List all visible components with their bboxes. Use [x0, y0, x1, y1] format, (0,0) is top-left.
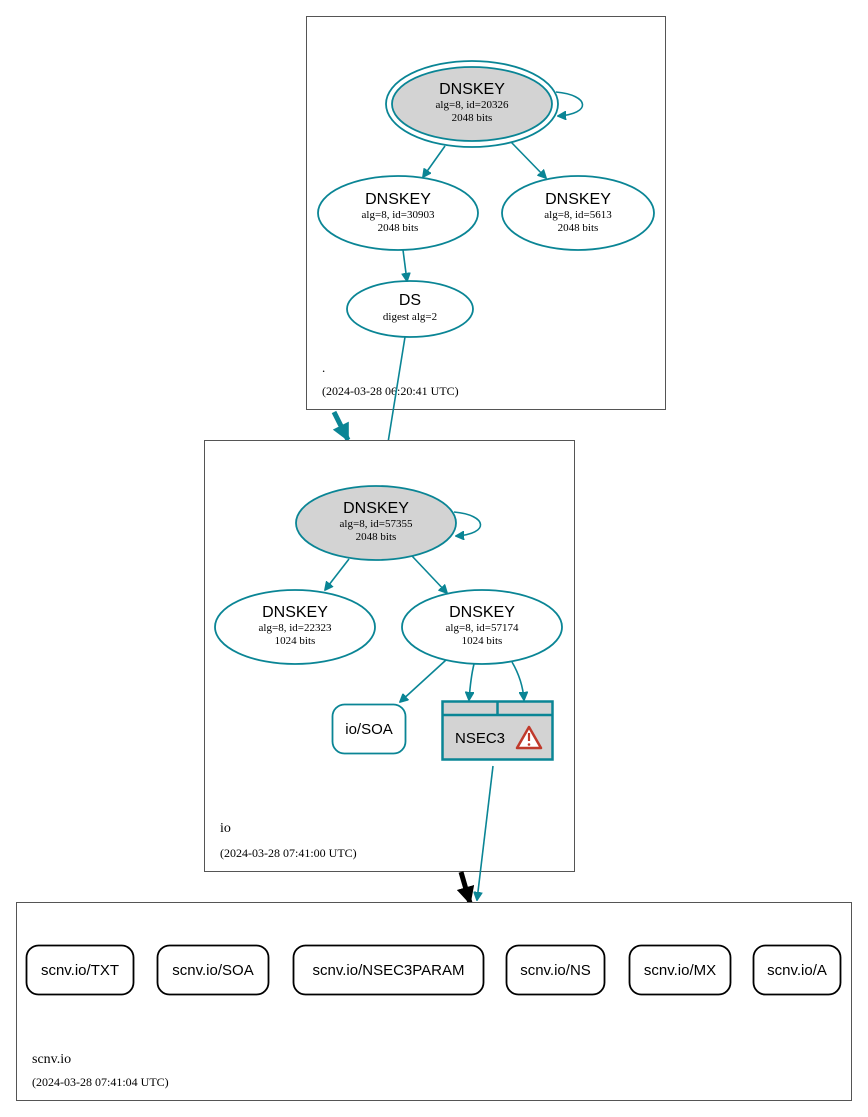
root-zsk1-title: DNSKEY: [365, 191, 431, 208]
io-soa-shape: [331, 703, 407, 755]
node-root-ksk[interactable]: DNSKEY alg=8, id=20326 2048 bits: [385, 60, 559, 148]
delegation-root-to-io: [331, 410, 351, 442]
node-root-zsk-5613[interactable]: DNSKEY alg=8, id=5613 2048 bits: [501, 175, 655, 251]
io-zsk1-bits: 1024 bits: [275, 635, 316, 647]
zone-scnv-name: scnv.io: [32, 1052, 71, 1067]
root-zsk2-bits: 2048 bits: [558, 222, 599, 234]
edge-io-ksk-to-zsk1: [325, 558, 350, 590]
record-box: [628, 944, 732, 996]
edge-root-ksk-to-zsk2: [510, 141, 546, 178]
record-label: scnv.io/A: [767, 962, 827, 979]
record-box: [752, 944, 842, 996]
nsec3-label: NSEC3: [455, 730, 505, 747]
record-scnv-io-txt[interactable]: scnv.io/TXT: [25, 944, 135, 996]
edge-io-zsk2-to-soa: [400, 659, 447, 702]
record-box: [505, 944, 606, 996]
root-zsk2-title: DNSKEY: [545, 191, 611, 208]
io-zsk2-title: DNSKEY: [449, 604, 515, 621]
edge-root-ksk-self: [555, 91, 584, 116]
edge-io-zsk2-to-nsec3-a: [469, 663, 475, 700]
record-scnv-io-soa[interactable]: scnv.io/SOA: [156, 944, 270, 996]
edge-root-ksk-to-zsk1: [423, 145, 446, 177]
io-zsk1-shape: [214, 589, 376, 665]
io-ksk-alg: alg=8, id=57355: [340, 518, 413, 530]
root-ds-title: DS: [399, 292, 421, 309]
root-ksk-shape: [391, 66, 553, 142]
record-scnv-io-a[interactable]: scnv.io/A: [752, 944, 842, 996]
record-scnv-io-nsec3param[interactable]: scnv.io/NSEC3PARAM: [292, 944, 485, 996]
zone-scnv: scnv.io (2024-03-28 07:41:04 UTC): [16, 902, 852, 1101]
record-box: [292, 944, 485, 996]
zone-root-timestamp: (2024-03-28 06:20:41 UTC): [322, 384, 459, 398]
record-scnv-io-ns[interactable]: scnv.io/NS: [505, 944, 606, 996]
node-root-ds[interactable]: DS digest alg=2: [346, 280, 474, 338]
record-label: scnv.io/SOA: [172, 962, 253, 979]
root-zsk1-shape: [317, 175, 479, 251]
record-box: [156, 944, 270, 996]
io-ksk-bits: 2048 bits: [356, 531, 397, 543]
node-io-soa[interactable]: io/SOA: [331, 703, 407, 755]
record-label: scnv.io/NSEC3PARAM: [313, 962, 465, 979]
warning-icon: [515, 725, 543, 750]
root-zsk2-alg: alg=8, id=5613: [544, 209, 612, 221]
delegation-io-to-scnv: [456, 871, 475, 905]
io-zsk2-bits: 1024 bits: [462, 635, 503, 647]
zone-io-name: io: [220, 821, 231, 836]
io-zsk2-alg: alg=8, id=57174: [446, 622, 519, 634]
edge-root-zsk1-to-ds: [403, 249, 407, 281]
edge-nsec3-to-scnv: [477, 765, 494, 900]
record-label: scnv.io/TXT: [41, 962, 119, 979]
root-ksk-outer-ring: [385, 60, 559, 148]
zone-root-name: .: [322, 360, 325, 375]
io-ksk-title: DNSKEY: [343, 500, 409, 517]
edge-io-ksk-to-zsk2: [411, 555, 447, 593]
record-label: scnv.io/MX: [644, 962, 716, 979]
root-zsk1-bits: 2048 bits: [378, 222, 419, 234]
root-ds-digest: digest alg=2: [383, 311, 437, 323]
zone-scnv-box: [16, 902, 852, 1101]
record-label: scnv.io/NS: [520, 962, 591, 979]
record-scnv-io-mx[interactable]: scnv.io/MX: [628, 944, 732, 996]
root-ds-shape: [346, 280, 474, 338]
node-io-ksk[interactable]: DNSKEY alg=8, id=57355 2048 bits: [295, 485, 457, 561]
edge-io-ksk-self: [453, 511, 482, 536]
zone-scnv-timestamp: (2024-03-28 07:41:04 UTC): [32, 1075, 169, 1089]
root-ksk-title: DNSKEY: [439, 81, 505, 98]
root-zsk2-shape: [501, 175, 655, 251]
root-zsk1-alg: alg=8, id=30903: [362, 209, 435, 221]
node-io-zsk-57174[interactable]: DNSKEY alg=8, id=57174 1024 bits: [401, 589, 563, 665]
node-nsec3[interactable]: NSEC3: [441, 700, 554, 761]
io-zsk1-title: DNSKEY: [262, 604, 328, 621]
zone-io-timestamp: (2024-03-28 07:41:00 UTC): [220, 846, 357, 860]
edge-io-zsk2-to-nsec3-b: [511, 661, 524, 700]
io-zsk1-alg: alg=8, id=22323: [259, 622, 332, 634]
scnv-records: scnv.io/TXT scnv.io/SOA scnv.io/NSEC3PARAM…: [25, 944, 842, 996]
io-ksk-shape: [295, 485, 457, 561]
root-ksk-bits: 2048 bits: [452, 112, 493, 124]
io-soa-label: io/SOA: [345, 721, 393, 738]
record-box: [25, 944, 135, 996]
node-io-zsk-22323[interactable]: DNSKEY alg=8, id=22323 1024 bits: [214, 589, 376, 665]
root-ksk-alg: alg=8, id=20326: [436, 99, 509, 111]
node-root-zsk-30903[interactable]: DNSKEY alg=8, id=30903 2048 bits: [317, 175, 479, 251]
io-zsk2-shape: [401, 589, 563, 665]
